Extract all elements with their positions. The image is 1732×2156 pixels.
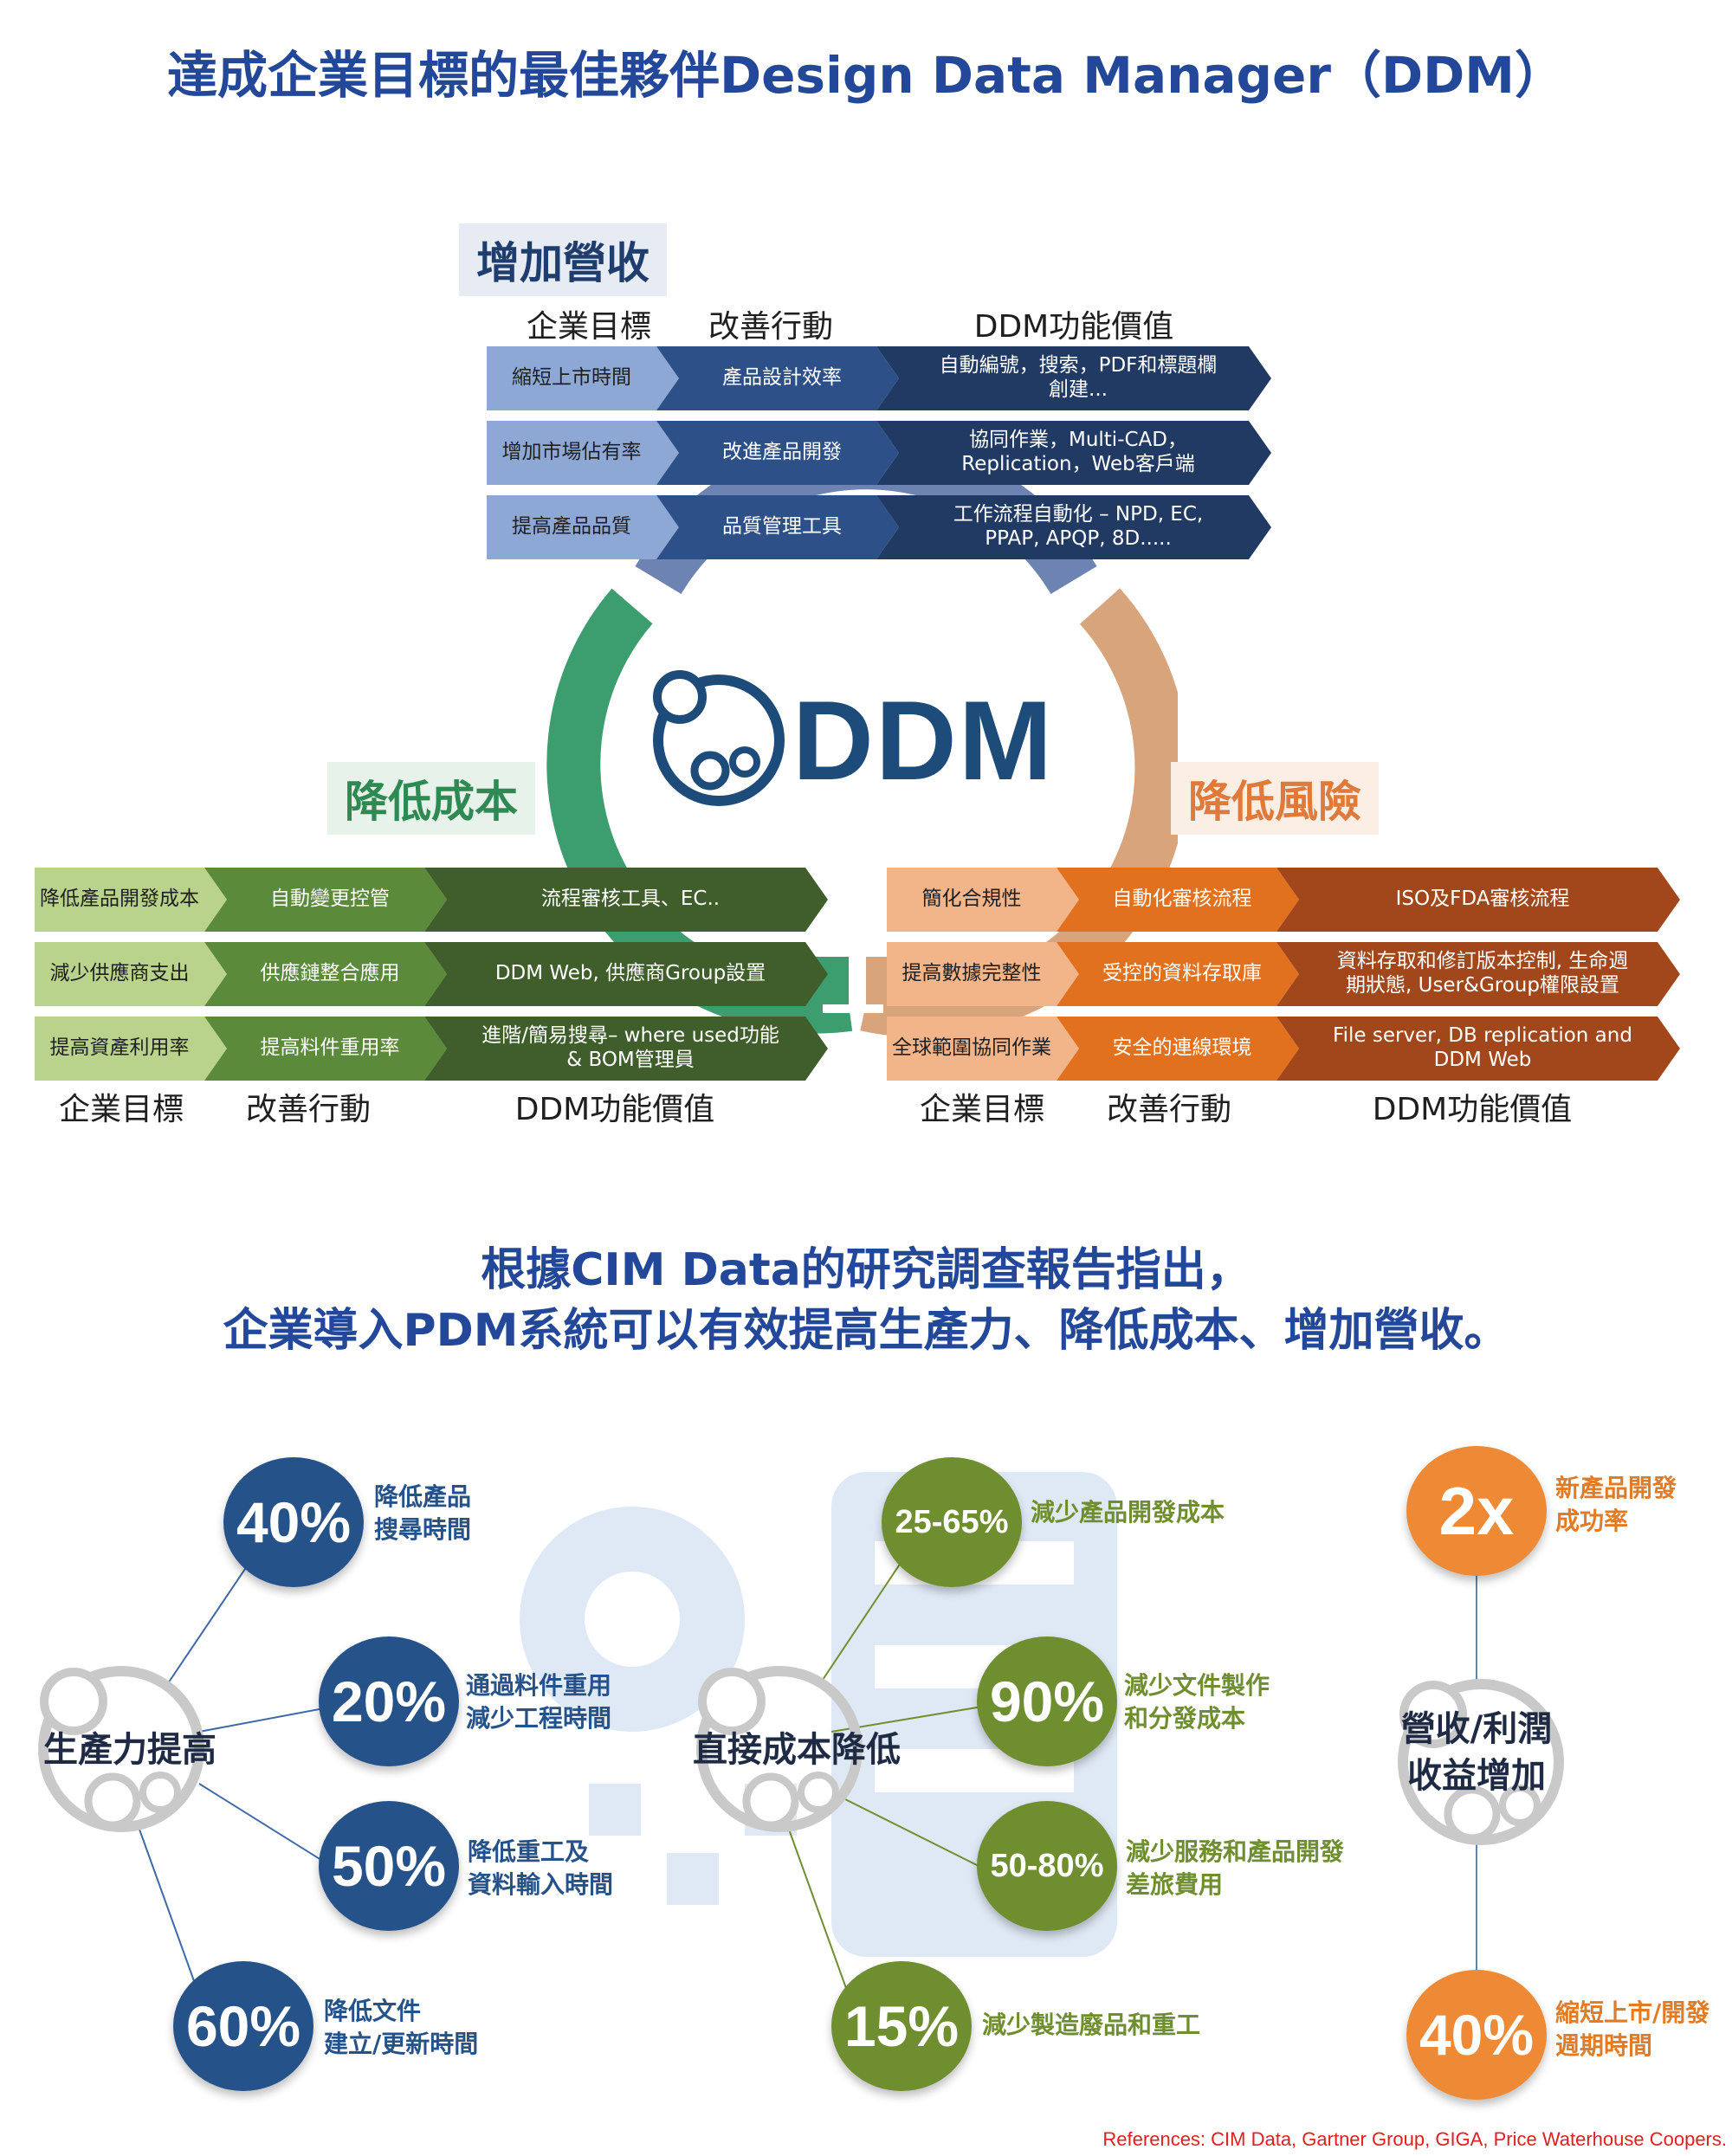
revenue-header-goal: 企業目標 [526,309,651,345]
productivity-hub-icon [38,1666,204,1832]
cost-header-action: 改善行動 [245,1092,371,1127]
risk-action-1: 自動化審核流程 [1057,868,1299,932]
revenue-action-2: 改進產品開發 [656,421,899,485]
cost-action-1: 自動變更控管 [204,868,447,932]
study-line-1: 根據CIM Data的研究調查報告指出， [481,1244,1251,1296]
cost-action-2: 供應鏈整合應用 [204,942,447,1006]
references-note: References: CIM Data, Gartner Group, GIG… [1102,2128,1727,2150]
revenue-header-action: 改善行動 [708,309,833,345]
risk-header-value: DDM功能價值 [1372,1092,1573,1127]
cost-header-value: DDM功能價值 [514,1092,715,1127]
productivity-stat-3: 50% [319,1801,459,1931]
risk-value-2: 資料存取和修訂版本控制, 生命週 期狀態, User&Group權限設置 [1276,942,1680,1006]
productivity-label-4: 降低文件 建立/更新時間 [324,1997,479,2058]
ddm-logo-icon [653,670,785,806]
section-label-cost: 降低成本 [327,762,535,835]
cost-value-1: 流程審核工具、EC.. [424,868,828,932]
productivity-label-1: 降低產品 搜尋時間 [374,1482,472,1544]
section-label-revenue: 增加營收 [459,223,667,296]
cost-header-goal: 企業目標 [58,1092,184,1127]
revenue-profit-hub-label: 營收/利潤 收益增加 [1400,1709,1553,1796]
direct-cost-hub-label: 直接成本降低 [693,1730,901,1770]
risk-goal-2: 提高數據完整性 [887,942,1079,1006]
revenue-profit-stat-2: 40% [1406,1970,1547,2100]
revenue-goal-1: 縮短上市時間 [487,346,679,410]
risk-action-2: 受控的資料存取庫 [1057,942,1299,1006]
cost-value-2: DDM Web, 供應商Group設置 [424,942,828,1006]
direct-cost-label-1: 減少產品開發成本 [1031,1498,1225,1527]
direct-cost-label-4: 減少製造廢品和重工 [982,2011,1201,2039]
direct-cost-stat-3: 50-80% [977,1801,1117,1931]
revenue-value-1: 自動編號，搜索，PDF和標題欄 創建... [876,346,1271,410]
cost-action-3: 提高料件重用率 [204,1017,447,1081]
direct-cost-stat-2: 90% [977,1636,1117,1766]
productivity-stat-2: 20% [319,1636,459,1766]
revenue-profit-stat-1: 2x [1406,1446,1547,1576]
risk-header-action: 改善行動 [1106,1092,1231,1127]
productivity-stat-4: 60% [173,1961,313,2091]
revenue-profit-hub-icon [1398,1679,1564,1845]
cost-goal-2: 減少供應商支出 [35,942,227,1006]
cost-goal-3: 提高資產利用率 [35,1017,227,1081]
revenue-goal-3: 提高產品品質 [487,495,679,559]
risk-header-goal: 企業目標 [919,1092,1044,1127]
page-title: 達成企業目標的最佳夥伴Design Data Manager（DDM） [167,46,1565,105]
revenue-action-3: 品質管理工具 [656,495,899,559]
revenue-profit-label-1: 新產品開發 成功率 [1555,1474,1677,1535]
revenue-value-3: 工作流程自動化 – NPD, EC, PPAP, APQP, 8D..... [876,495,1271,559]
revenue-action-1: 產品設計效率 [656,346,899,410]
risk-goal-1: 簡化合規性 [887,868,1079,932]
productivity-label-3: 降低重工及 資料輸入時間 [468,1837,614,1899]
direct-cost-hub-icon [696,1666,863,1832]
risk-value-3: File server, DB replication and DDM Web [1276,1017,1680,1081]
ddm-logo-text: DDM [792,677,1055,804]
cost-goal-1: 降低產品開發成本 [35,868,227,932]
revenue-header-value: DDM功能價值 [973,309,1174,345]
study-line-2: 企業導入PDM系統可以有效提高生產力、降低成本、增加營收。 [223,1305,1509,1357]
revenue-profit-label-2: 縮短上市/開發 週期時間 [1555,1998,1710,2060]
risk-goal-3: 全球範圍協同作業 [887,1017,1079,1081]
direct-cost-stat-1: 25-65% [882,1457,1022,1587]
direct-cost-label-2: 減少文件製作 和分發成本 [1124,1671,1270,1733]
risk-action-3: 安全的連線環境 [1057,1017,1299,1081]
section-label-risk: 降低風險 [1171,762,1379,835]
direct-cost-stat-4: 15% [831,1961,972,2091]
risk-value-1: ISO及FDA審核流程 [1276,868,1680,932]
revenue-goal-2: 增加市場佔有率 [487,421,679,485]
productivity-stat-1: 40% [223,1457,364,1587]
direct-cost-label-3: 減少服務和產品開發 差旅費用 [1126,1837,1345,1899]
revenue-value-2: 協同作業，Multi-CAD， Replication，Web客戶端 [876,421,1271,485]
productivity-hub-label: 生產力提高 [43,1730,216,1770]
productivity-label-2: 通過料件重用 減少工程時間 [466,1671,612,1733]
cost-value-3: 進階/簡易搜尋– where used功能 & BOM管理員 [424,1017,828,1081]
